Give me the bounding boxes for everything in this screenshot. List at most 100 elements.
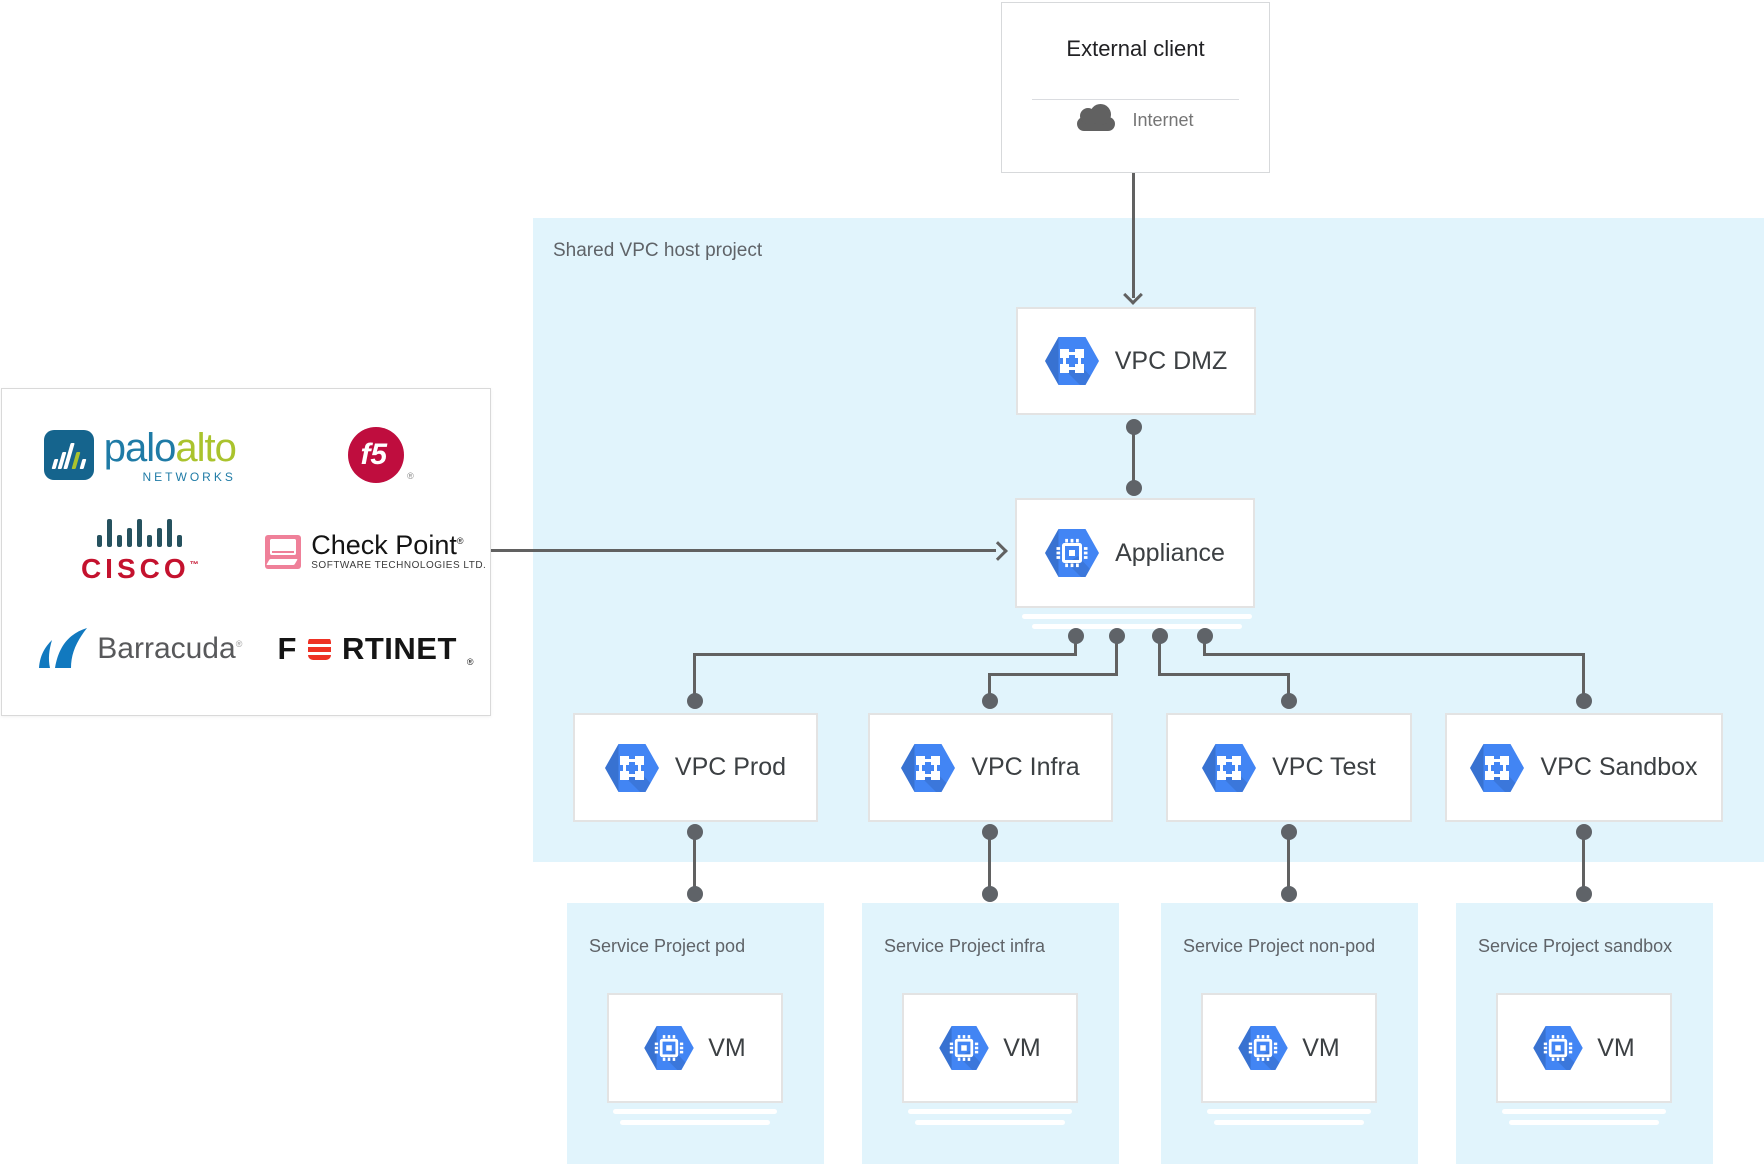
vpc-sandbox-node: VPC Sandbox xyxy=(1445,713,1723,822)
compute-chip-icon xyxy=(644,1026,694,1070)
peering-dot xyxy=(1109,628,1125,644)
peering-dot xyxy=(982,824,998,840)
vpc-network-icon xyxy=(901,744,955,792)
vm-node: VM xyxy=(902,993,1078,1103)
vm-stack-line xyxy=(1207,1109,1371,1114)
fortinet-f: F xyxy=(277,630,297,666)
peering-dot xyxy=(1281,693,1297,709)
service-project-sandbox-card: Service Project sandbox VM xyxy=(1456,903,1713,1164)
checkpoint-word: Check Point xyxy=(311,530,457,561)
vpc-network-icon xyxy=(1470,744,1524,792)
paloalto-logo: paloalto NETWORKS xyxy=(43,425,237,484)
service-project-sandbox-label: Service Project sandbox xyxy=(1478,936,1673,956)
connector-appliance-to-infra xyxy=(1115,636,1118,676)
external-client-title: External client xyxy=(1066,36,1205,61)
connector-dmz-to-appliance xyxy=(1132,427,1135,488)
vm-stack-line xyxy=(1502,1109,1666,1114)
trademark-mark: ™ xyxy=(189,559,199,570)
service-project-pod-label: Service Project pod xyxy=(589,936,746,956)
connector-prod-to-service xyxy=(693,832,696,894)
connector-appliance-to-sandbox xyxy=(1203,636,1206,656)
registered-mark: ® xyxy=(466,656,475,667)
checkpoint-logo: Check Point® SOFTWARE TECHNOLOGIES LTD. xyxy=(265,532,486,571)
vm-stack-line xyxy=(613,1109,777,1114)
service-project-pod-card: Service Project pod VM xyxy=(567,903,824,1164)
paloalto-icon xyxy=(43,430,94,481)
vm-stack-line xyxy=(620,1120,770,1125)
paloalto-sub: NETWORKS xyxy=(142,469,236,484)
vm-stack-line xyxy=(1214,1120,1364,1125)
barracuda-word: Barracuda xyxy=(97,631,236,665)
paloalto-word1: palo xyxy=(103,425,177,470)
peering-dot xyxy=(1126,419,1142,435)
fortinet-rest: RTINET xyxy=(341,630,457,666)
vpc-prod-node: VPC Prod xyxy=(573,713,818,822)
internet-cloud-icon xyxy=(1077,104,1116,131)
service-project-infra-card: Service Project infra VM xyxy=(862,903,1119,1164)
vm-node: VM xyxy=(607,993,783,1103)
peering-dot xyxy=(1281,824,1297,840)
appliance-vendors-panel: paloalto NETWORKS f5 ® CISCO™ Check Poin… xyxy=(1,388,491,716)
vm-label: VM xyxy=(1302,1033,1340,1062)
peering-dot xyxy=(1576,824,1592,840)
vpc-infra-node: VPC Infra xyxy=(868,713,1113,822)
vm-stack-line xyxy=(1509,1120,1659,1125)
peering-dot xyxy=(1197,628,1213,644)
peering-dot xyxy=(1281,886,1297,902)
peering-dot xyxy=(1576,693,1592,709)
vm-node: VM xyxy=(1201,993,1377,1103)
registered-mark: ® xyxy=(235,638,243,649)
vm-label: VM xyxy=(708,1033,746,1062)
paloalto-word2: alto xyxy=(175,425,236,470)
connector-appliance-to-test xyxy=(1158,636,1161,676)
vpc-network-icon xyxy=(1045,337,1099,385)
connector-appliance-to-sandbox xyxy=(1205,653,1584,656)
cisco-bars-icon xyxy=(97,518,183,547)
vpc-test-label: VPC Test xyxy=(1272,753,1376,781)
connector-appliance-to-test xyxy=(1160,673,1289,676)
connector-appliance-to-infra xyxy=(988,673,991,701)
cisco-logo: CISCO™ xyxy=(80,518,199,585)
connector-appliance-to-prod xyxy=(693,653,696,701)
vpc-network-icon xyxy=(605,744,659,792)
peering-dot xyxy=(1126,480,1142,496)
service-project-non-pod-card: Service Project non-pod VM xyxy=(1161,903,1418,1164)
fortinet-logo: F RTINET ® xyxy=(278,631,475,667)
appliance-label: Appliance xyxy=(1115,538,1225,567)
vm-stack-line xyxy=(915,1120,1065,1125)
vm-label: VM xyxy=(1003,1033,1041,1062)
connector-sandbox-to-service xyxy=(1582,832,1585,894)
compute-chip-icon xyxy=(1238,1026,1288,1070)
f5-logo: f5 ® xyxy=(347,427,414,484)
peering-dot xyxy=(1068,628,1084,644)
connector-external-to-dmz xyxy=(1132,173,1135,298)
service-project-non-pod-label: Service Project non-pod xyxy=(1183,936,1376,956)
registered-mark: ® xyxy=(407,471,414,482)
service-project-infra-label: Service Project infra xyxy=(884,936,1046,956)
peering-dot xyxy=(982,693,998,709)
compute-chip-icon xyxy=(939,1026,989,1070)
vpc-dmz-label: VPC DMZ xyxy=(1114,346,1228,375)
peering-dot xyxy=(1576,886,1592,902)
compute-chip-icon xyxy=(1533,1026,1583,1070)
cisco-word: CISCO xyxy=(80,552,190,584)
vpc-prod-label: VPC Prod xyxy=(674,753,787,781)
connector-test-to-service xyxy=(1287,832,1290,894)
internet-label: Internet xyxy=(1132,109,1194,130)
appliance-stack-line xyxy=(1022,614,1252,619)
appliance-stack-line xyxy=(1032,624,1242,629)
connector-appliance-to-test xyxy=(1287,673,1290,701)
peering-dot xyxy=(687,693,703,709)
connector-appliance-to-prod xyxy=(694,653,1076,656)
compute-chip-icon xyxy=(1045,529,1099,577)
vm-node: VM xyxy=(1496,993,1672,1103)
f5-circle-icon: f5 xyxy=(347,427,404,484)
vpc-network-icon xyxy=(1202,744,1256,792)
connector-appliance-to-infra xyxy=(989,673,1117,676)
vm-stack-line xyxy=(908,1109,1072,1114)
fortinet-o-icon xyxy=(307,637,331,661)
connector-infra-to-service xyxy=(988,832,991,894)
peering-dot xyxy=(982,886,998,902)
connector-appliance-to-sandbox xyxy=(1582,653,1585,701)
